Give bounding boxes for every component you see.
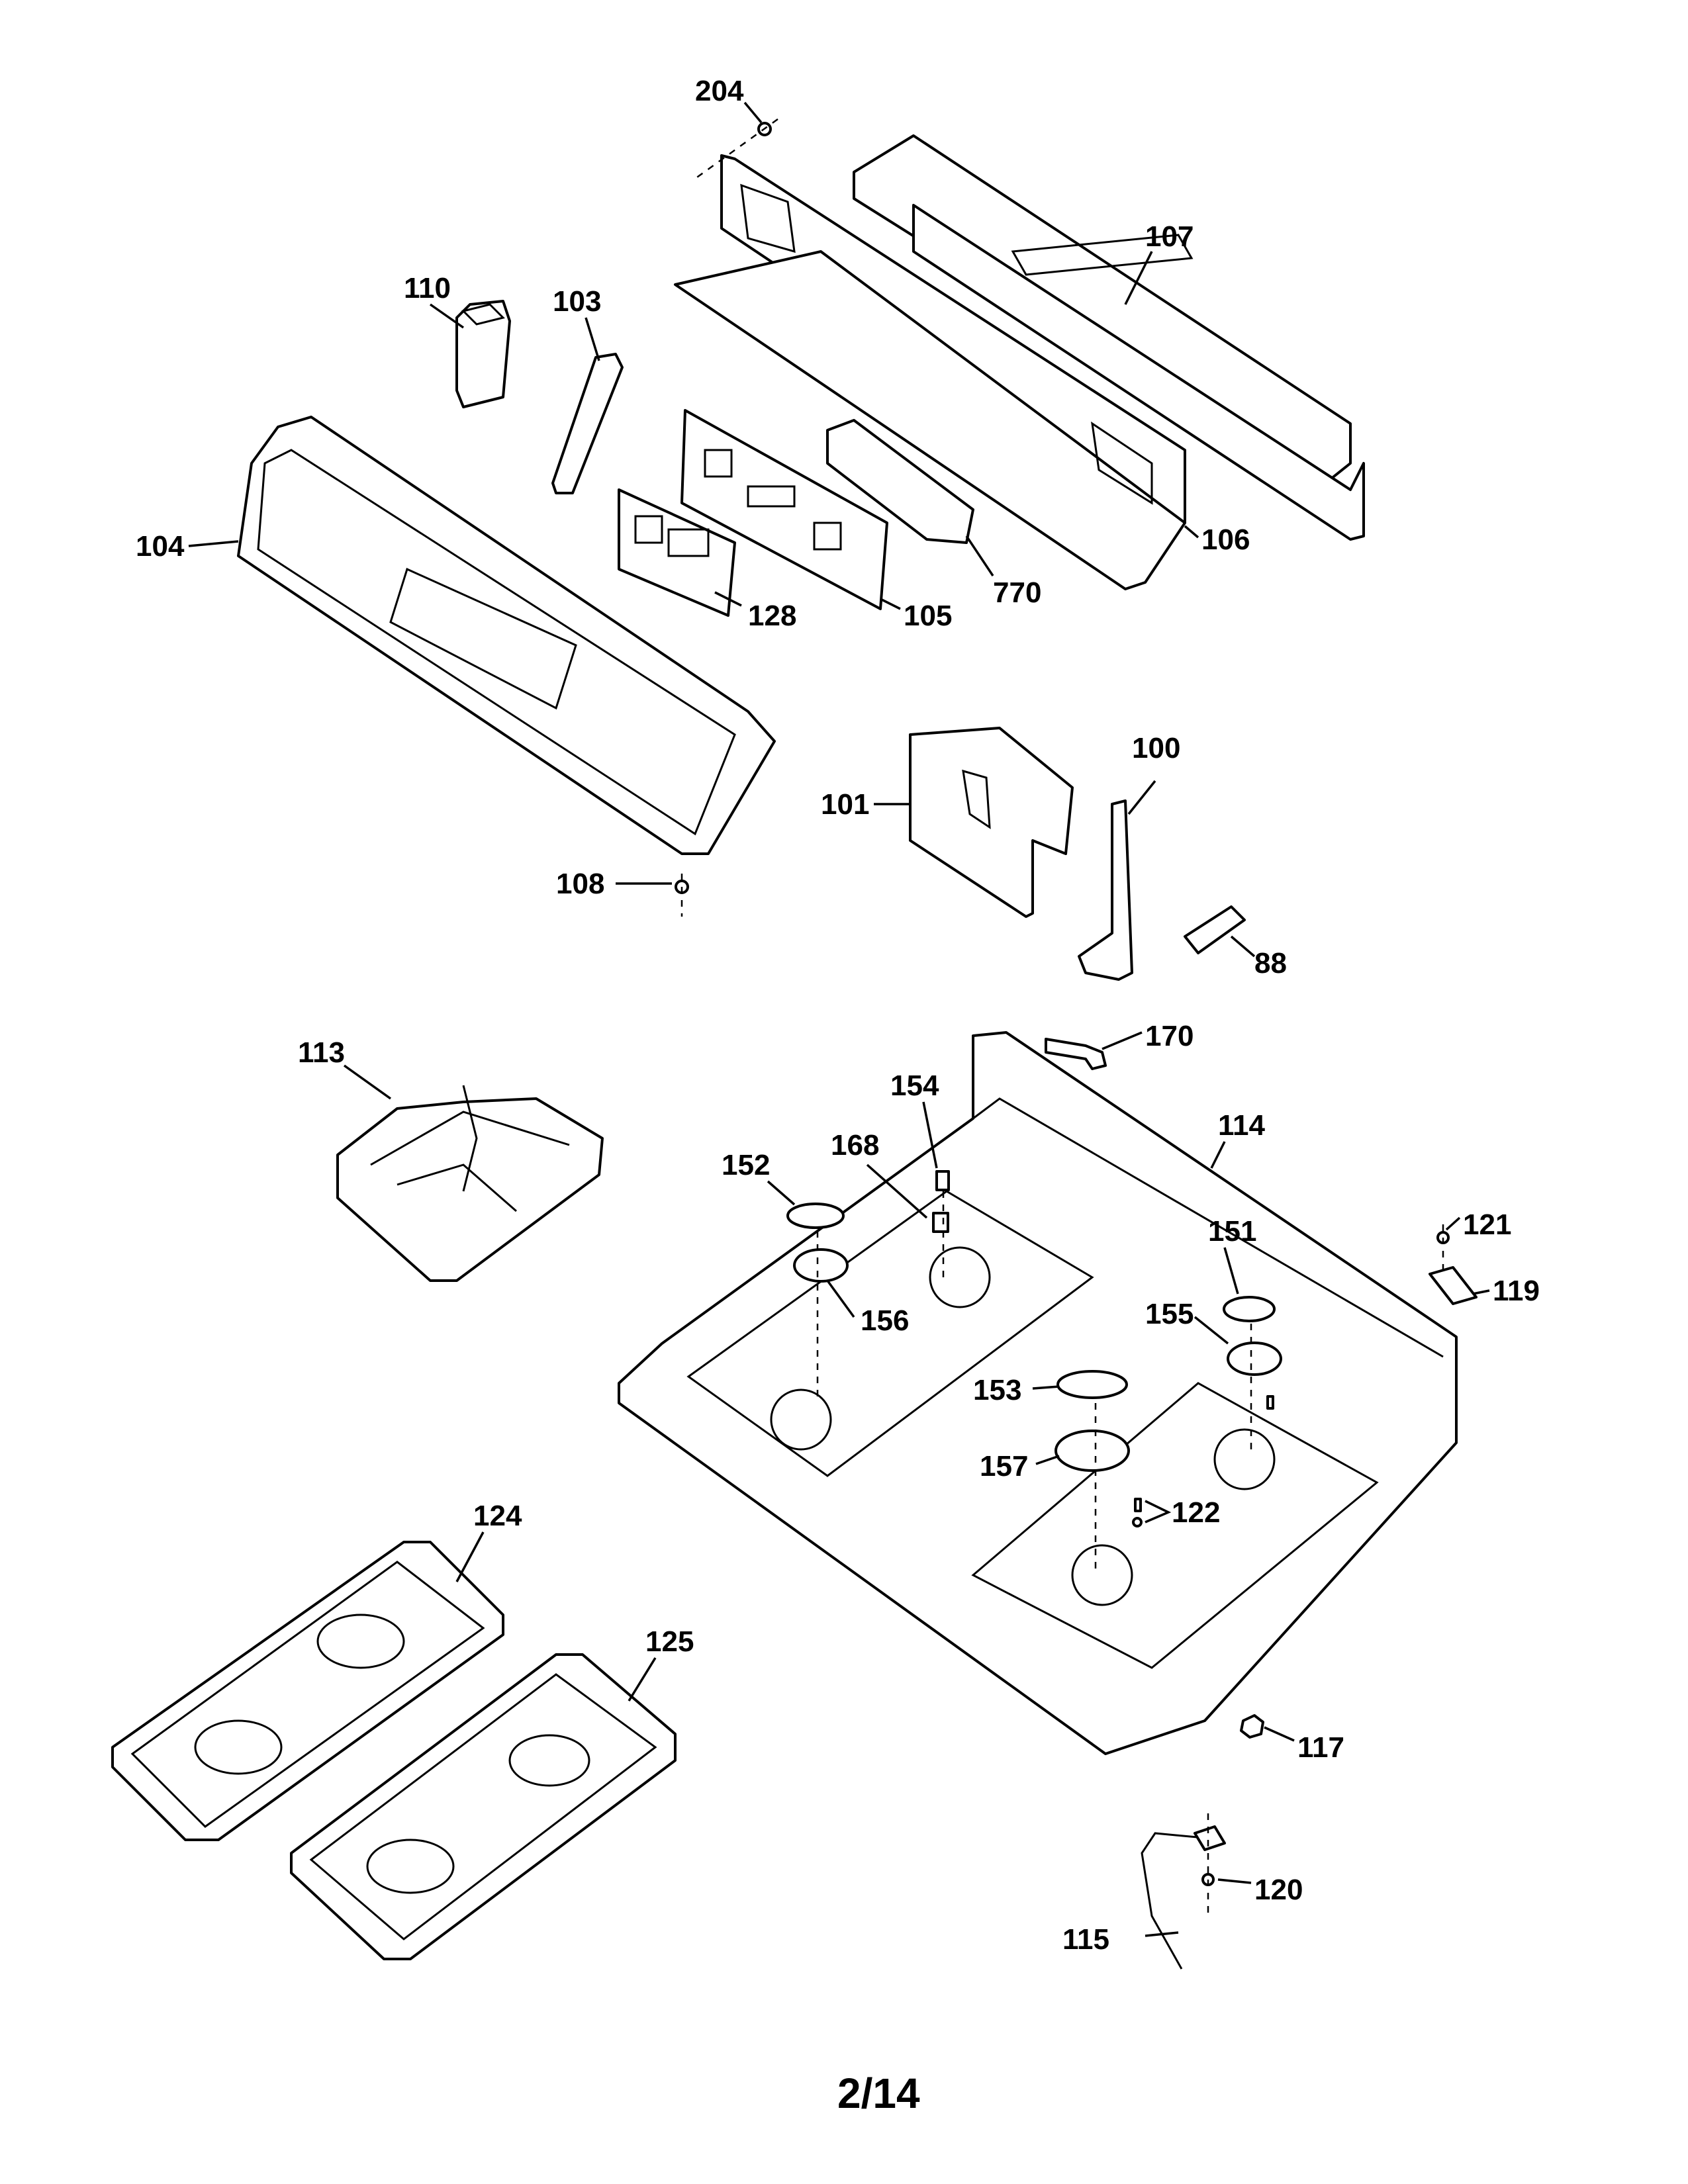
part-103-bracket <box>551 353 624 494</box>
callout-157: 157 <box>980 1450 1028 1482</box>
callout-101: 101 <box>821 788 869 821</box>
callout-151: 151 <box>1208 1215 1256 1248</box>
part-155-burner-head <box>1227 1324 1282 1456</box>
part-115-rod <box>1141 1825 1226 1970</box>
callout-114: 114 <box>1218 1109 1266 1142</box>
callout-117: 117 <box>1297 1731 1344 1764</box>
part-168-electrode <box>932 1191 949 1277</box>
part-101-shield <box>909 727 1074 918</box>
callout-155: 155 <box>1145 1298 1194 1330</box>
callout-124: 124 <box>473 1500 522 1532</box>
callout-153: 153 <box>973 1374 1021 1406</box>
part-106-back-guard <box>674 154 1186 590</box>
callout-156: 156 <box>861 1304 909 1337</box>
part-113-grate <box>336 1085 604 1282</box>
part-107-rear-panel <box>853 134 1365 541</box>
callout-107: 107 <box>1145 220 1194 253</box>
callout-108: 108 <box>556 868 604 900</box>
part-88-bracket <box>1184 905 1246 954</box>
part-125-drip-pan <box>290 1653 677 1960</box>
part-117-nut <box>1240 1714 1264 1739</box>
callout-125: 125 <box>645 1625 694 1658</box>
part-154-orifice <box>935 1170 950 1191</box>
callout-113: 113 <box>298 1036 345 1069</box>
part-119-clip <box>1429 1266 1477 1305</box>
part-114-cooktop <box>618 1031 1458 1755</box>
part-157-burner-head <box>1055 1403 1130 1575</box>
callout-106: 106 <box>1201 523 1250 556</box>
callout-128: 128 <box>748 600 796 632</box>
callout-120: 120 <box>1254 1874 1303 1906</box>
callout-115: 115 <box>1062 1923 1109 1956</box>
callout-152: 152 <box>722 1149 770 1181</box>
callout-110: 110 <box>404 272 451 304</box>
callout-204: 204 <box>695 75 744 107</box>
part-110-relay <box>455 300 511 408</box>
callout-770: 770 <box>993 576 1041 609</box>
part-152-burner-cap <box>786 1203 845 1229</box>
part-108-screw <box>675 874 689 917</box>
part-128-overlay <box>618 488 736 617</box>
callout-105: 105 <box>904 600 952 632</box>
callout-154: 154 <box>890 1069 939 1102</box>
callout-104: 104 <box>136 530 185 563</box>
part-104-control-panel <box>237 416 776 855</box>
part-100-side-trim <box>1078 799 1133 981</box>
part-156-burner-head <box>793 1231 849 1396</box>
callout-122: 122 <box>1172 1496 1220 1529</box>
part-151-burner-cap <box>1223 1296 1276 1322</box>
part-770-heat-shield <box>826 419 974 544</box>
part-153-burner-cap <box>1056 1370 1128 1399</box>
part-121-screw <box>1436 1224 1450 1271</box>
part-124-drip-pan <box>111 1541 504 1841</box>
part-170-screw <box>1045 1038 1107 1070</box>
part-120-screw <box>1201 1813 1215 1919</box>
part-204-screw <box>694 118 778 180</box>
callout-121: 121 <box>1463 1208 1511 1241</box>
callout-119: 119 <box>1493 1275 1540 1307</box>
callout-168: 168 <box>831 1129 879 1161</box>
leader-lines <box>188 101 1490 1937</box>
callout-88: 88 <box>1254 947 1287 979</box>
part-105-control-board <box>680 409 888 610</box>
callout-170: 170 <box>1145 1020 1194 1052</box>
callout-labels: 204 107 110 103 104 106 770 128 105 100 … <box>136 75 1540 1956</box>
callout-103: 103 <box>553 285 601 318</box>
part-122-screws <box>1132 1395 1274 1527</box>
page-number: 2/14 <box>837 2070 920 2117</box>
callout-100: 100 <box>1132 732 1180 764</box>
